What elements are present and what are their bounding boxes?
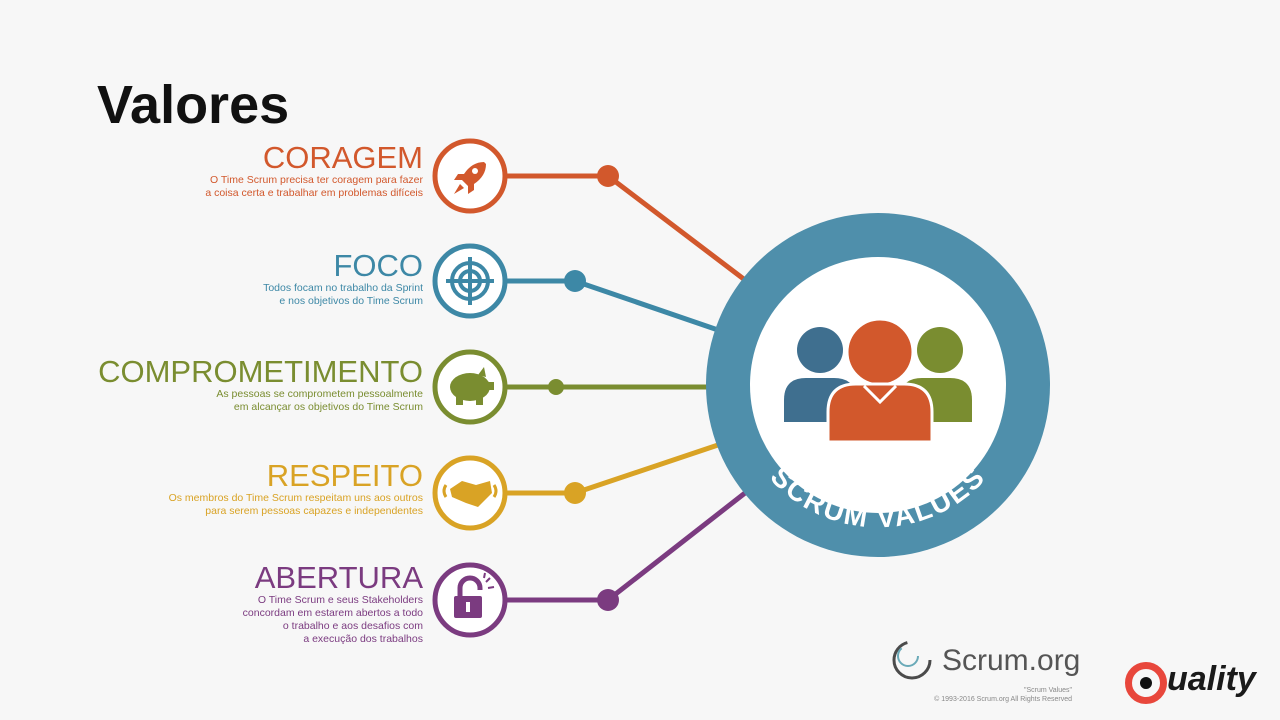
connector-line (505, 173, 747, 282)
connector-dot (548, 379, 564, 395)
value-icon-comprometimento (432, 349, 508, 425)
value-name: COMPROMETIMENTO (98, 354, 423, 389)
connector-line (505, 491, 747, 603)
connector-line (505, 278, 719, 333)
description-line: As pessoas se comprometem pessoalmente (216, 388, 423, 400)
value-description: O Time Scrum precisa ter coragem para fa… (205, 174, 423, 200)
rocket-icon (454, 162, 486, 194)
description-line: para serem pessoas capazes e independent… (205, 505, 423, 517)
piggy-bank-icon (450, 367, 494, 405)
description-line: a coisa certa e trabalhar em problemas d… (205, 187, 423, 199)
value-description: Os membros do Time Scrum respeitam uns a… (169, 492, 423, 518)
scrum-org-logo: Scrum.org "Scrum Values" © 1993-2016 Scru… (890, 636, 1080, 703)
value-icon-abertura (432, 562, 508, 638)
value-icon-respeito (432, 455, 508, 531)
description-line: concordam em estarem abertos a todo (242, 607, 423, 619)
connector-dot (564, 270, 586, 292)
page-title: Valores (97, 75, 290, 135)
connector-dot (564, 482, 586, 504)
connector-dot (597, 165, 619, 187)
target-icon (446, 257, 494, 305)
description-line: O Time Scrum e seus Stakeholders (257, 594, 423, 606)
team-icon (784, 317, 972, 444)
open-lock-icon (454, 572, 495, 618)
description-line: a execução dos trabalhos (303, 633, 423, 645)
connector-line (505, 442, 719, 496)
handshake-icon (442, 481, 498, 507)
copyright: © 1993-2016 Scrum.org All Rights Reserve… (934, 696, 1072, 703)
value-name: ABERTURA (254, 560, 423, 595)
value-icon-coragem (432, 138, 508, 214)
description-line: Todos focam no trabalho da Sprint (263, 282, 423, 294)
value-icon-foco (432, 243, 508, 319)
description-line: O Time Scrum precisa ter coragem para fa… (210, 174, 423, 186)
quality-text: uality (1167, 660, 1256, 698)
connector-dot (597, 589, 619, 611)
scrum-org-swirl-icon (892, 640, 932, 680)
value-name: CORAGEM (262, 140, 423, 175)
value-name: FOCO (333, 248, 423, 283)
value-name: RESPEITO (266, 458, 423, 493)
description-line: e nos objetivos do Time Scrum (279, 295, 423, 307)
caption: "Scrum Values" (1023, 687, 1072, 694)
description-line: Os membros do Time Scrum respeitam uns a… (168, 492, 423, 504)
quality-q-icon (1125, 662, 1167, 704)
description-line: o trabalho e aos desafios com (282, 620, 423, 632)
quality-logo: uality (1125, 660, 1270, 705)
description-line: em alcançar os objetivos do Time Scrum (233, 401, 423, 413)
scrum-org-text: Scrum.org (942, 644, 1081, 677)
